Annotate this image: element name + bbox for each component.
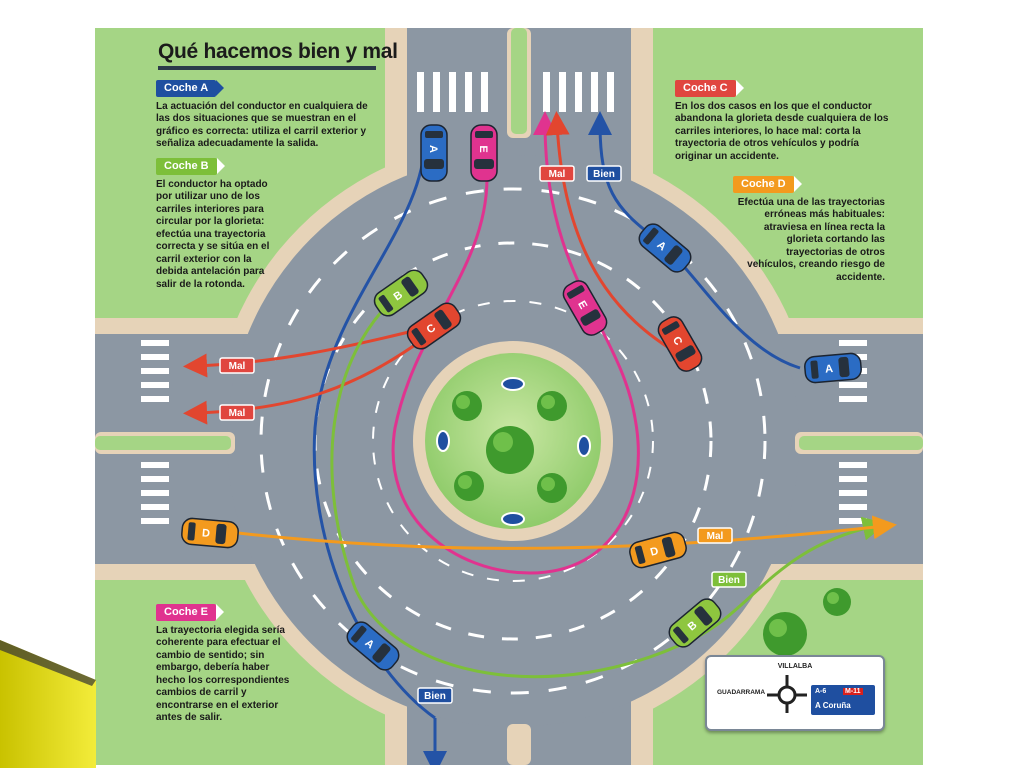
text-coche-a: La actuación del conductor en cualquiera… [156, 100, 368, 150]
badge-coche-c: Coche C [675, 80, 744, 97]
crosswalk-north [417, 72, 614, 112]
badge-coche-d: Coche D [733, 176, 802, 193]
car-c-west: C [406, 302, 462, 350]
crosswalk-west [141, 340, 169, 524]
panel-coche-b: Coche B El conductor ha optado por utili… [156, 158, 284, 291]
text-coche-e: La trayectoria elegida sería coherente p… [156, 624, 290, 724]
tag-mal-east: Mal [697, 527, 733, 544]
svg-text:Mal: Mal [229, 408, 246, 419]
trajectory-car-b [330, 291, 887, 679]
median-south [507, 724, 531, 765]
svg-text:Mal: Mal [549, 169, 566, 180]
title-underline [158, 66, 376, 70]
svg-text:Mal: Mal [229, 361, 246, 372]
panel-coche-c: Coche C En los dos casos en los que el c… [675, 80, 893, 163]
tag-mal-west-2: Mal [219, 404, 255, 421]
svg-text:D: D [649, 545, 660, 559]
badge-coche-e: Coche E [156, 604, 225, 621]
island-trees [452, 391, 567, 503]
car-d-west-road: D [181, 517, 239, 549]
svg-text:Bien: Bien [424, 691, 446, 702]
slide-corner-chevron [0, 640, 96, 768]
corner-trees [763, 588, 851, 656]
car-a-north: A [420, 124, 448, 182]
sign-a-coruna: A Coruña [815, 701, 851, 710]
page-title: Qué hacemos bien y mal [158, 40, 398, 63]
sign-road-a6: A-6 [815, 688, 827, 695]
text-coche-c: En los dos casos en los que el conductor… [675, 100, 889, 162]
car-d-center: D [629, 531, 687, 569]
tag-bien-east: Bien [711, 571, 747, 588]
car-e-north: E [470, 124, 498, 182]
tag-mal-north: Mal [539, 165, 575, 182]
car-e-center: E [562, 280, 608, 336]
svg-text:Bien: Bien [718, 575, 740, 586]
trajectory-car-d [194, 515, 897, 550]
badge-coche-b: Coche B [156, 158, 225, 175]
lane-marking-inner [372, 300, 654, 582]
tag-bien-south: Bien [417, 687, 453, 704]
tag-mal-west-1: Mal [219, 357, 255, 374]
sign-road-m11: M-11 [843, 688, 863, 695]
sign-guadarrama: GUADARRAMA [717, 689, 766, 696]
panel-coche-d: Coche D Efectúa una de las trayectorias … [733, 176, 885, 284]
badge-coche-a: Coche A [156, 80, 225, 97]
car-a-southwest: A [346, 621, 400, 671]
sign-roundabout-icon [767, 675, 807, 713]
car-c-east: C [657, 316, 703, 372]
svg-text:Mal: Mal [707, 531, 724, 542]
roundabout-signs [436, 377, 591, 526]
svg-text:A: A [825, 363, 834, 376]
text-coche-d: Efectúa una de las trayectorias erróneas… [737, 196, 885, 283]
car-b-southeast: B [668, 598, 722, 648]
svg-text:A: A [427, 145, 439, 153]
lane-marking-outer [259, 187, 767, 695]
text-coche-b: El conductor ha optado por utilizar uno … [156, 178, 270, 290]
svg-text:E: E [477, 145, 489, 152]
road-sign: VILLALBA GUADARRAMA A-6 M-11 A Coruña [705, 655, 885, 731]
svg-text:D: D [201, 527, 210, 540]
panel-coche-e: Coche E La trayectoria elegida sería coh… [156, 604, 294, 725]
tag-bien-north: Bien [586, 165, 622, 182]
car-a-east-road: A [804, 352, 862, 384]
svg-text:Bien: Bien [593, 169, 615, 180]
sign-villalba: VILLALBA [777, 663, 813, 670]
panel-coche-a: Coche A La actuación del conductor en cu… [156, 80, 371, 151]
sign-destination-box: A-6 M-11 A Coruña [811, 685, 875, 715]
car-a-east: A [638, 223, 692, 273]
car-b-west: B [373, 269, 429, 317]
